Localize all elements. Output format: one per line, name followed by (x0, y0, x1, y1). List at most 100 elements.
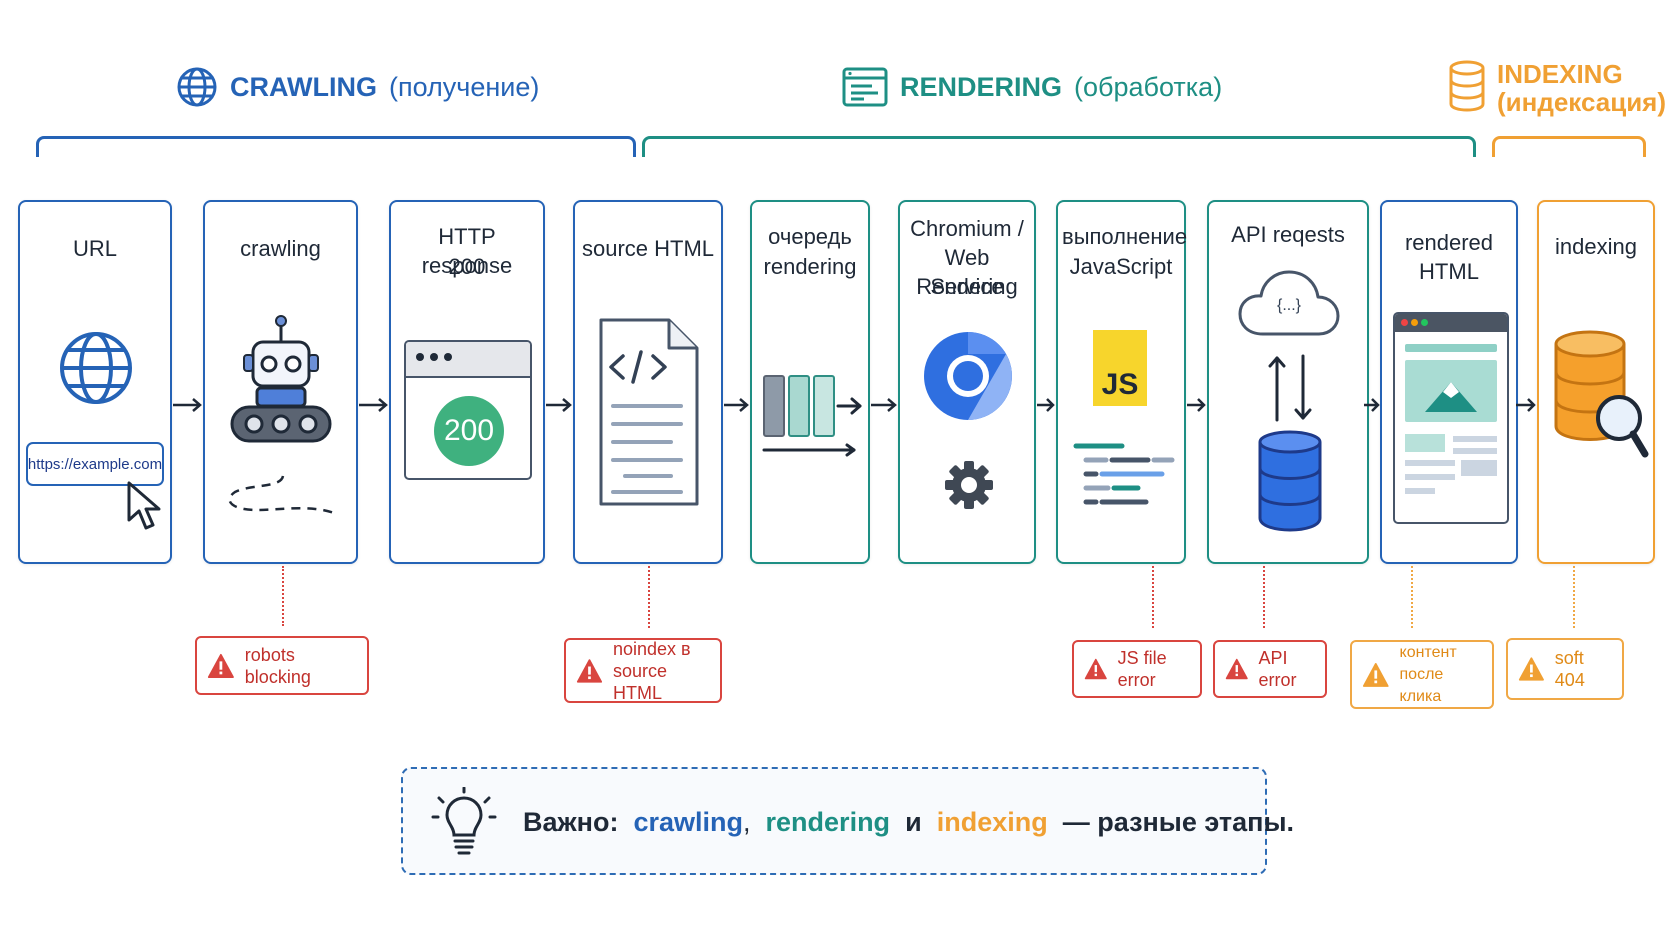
cloud-code-label: {...} (1276, 297, 1302, 314)
crawling-phase-label: CRAWLING (230, 71, 377, 102)
issue-noindex-line2: source HTML (612, 660, 667, 703)
issue-noindex: noindex в source HTML (564, 638, 722, 703)
rendering-phase-label: RENDERING (900, 71, 1063, 102)
stage-js-title-2: JavaScript (1069, 254, 1173, 279)
indexing-phase-label: INDEXING (1497, 59, 1623, 89)
warning-icon (576, 658, 603, 683)
issue-soft-404: soft 404 (1506, 638, 1624, 700)
stage-queue-title-2: rendering (763, 254, 857, 279)
browser-window-icon: 200 (404, 340, 532, 480)
request-response-arrows-icon (1268, 354, 1312, 422)
issue-connector (1152, 566, 1154, 628)
issue-connector (648, 566, 650, 628)
flow-arrow (359, 398, 388, 412)
issue-api-error-label: API error (1258, 648, 1297, 690)
warning-icon (1518, 657, 1544, 681)
globe-icon (177, 67, 217, 107)
crawling-bracket (36, 136, 636, 157)
cloud-icon (1238, 270, 1340, 336)
rendering-phase-paren: (обработка) (1074, 71, 1223, 102)
issue-content-line2: после клика (1399, 665, 1444, 705)
note-crawling: crawling (633, 807, 743, 837)
note-comma: , (743, 807, 751, 837)
rendered-page-icon (1393, 312, 1509, 524)
stage-crawling: crawling (203, 200, 358, 564)
issue-robots-blocking: robots blocking (195, 636, 369, 695)
lightbulb-icon (431, 787, 497, 855)
stage-render-queue: очередь rendering (750, 200, 870, 564)
stage-url-title: URL (72, 236, 117, 261)
stage-queue-title-1: очередь (768, 224, 852, 249)
stage-rendered-html-title: rendered HTML (1404, 230, 1494, 284)
flow-arrow (1364, 398, 1380, 412)
rendering-phase-heading: RENDERING (обработка) (842, 66, 1222, 108)
stage-http-title-2: 200 (448, 254, 486, 279)
note-suffix: — разные этапы. (1062, 807, 1295, 837)
flow-arrow (1187, 398, 1206, 412)
indexing-phase-paren: (индексация) (1497, 87, 1667, 117)
stage-http-title-1: HTTP response (421, 224, 513, 278)
note-and: и (905, 807, 922, 837)
chrome-icon (924, 332, 1012, 420)
js-badge-icon: JS (1093, 330, 1147, 406)
issue-connector (1411, 566, 1413, 628)
document-window-icon (842, 67, 888, 107)
database-icon (1258, 430, 1322, 532)
code-file-icon (599, 318, 699, 506)
flow-arrow (724, 398, 749, 412)
stage-api-requests: API reqests {...} (1207, 200, 1369, 564)
status-200-badge: 200 (434, 396, 504, 466)
issue-content-line1: контент (1399, 643, 1457, 661)
stage-source-html: source HTML (573, 200, 723, 564)
globe-icon (60, 332, 132, 404)
issue-connector (282, 566, 284, 626)
note-indexing: indexing (936, 807, 1048, 837)
note-rendering: rendering (765, 807, 891, 837)
stage-chromium-title-2: Web Rendering (916, 245, 1018, 299)
stage-crawling-title: crawling (240, 236, 321, 261)
indexing-phase-heading: INDEXING (индексация) (1447, 60, 1666, 116)
flow-arrow (546, 398, 572, 412)
stage-indexing: indexing (1537, 200, 1655, 564)
important-note: Важно: crawling, rendering и indexing — … (401, 767, 1294, 875)
flow-arrow (1516, 398, 1536, 412)
warning-icon (1084, 658, 1107, 680)
flow-arrow (173, 398, 202, 412)
stage-api-title: API reqests (1231, 222, 1345, 247)
code-lines-icon (1073, 443, 1175, 505)
gear-icon (945, 461, 993, 509)
stage-rendered-html: rendered HTML (1380, 200, 1518, 564)
issue-noindex-line1: noindex в (612, 638, 691, 659)
database-icon (1449, 60, 1485, 112)
stage-indexing-title: indexing (1555, 234, 1637, 259)
indexing-bracket (1492, 136, 1646, 157)
issue-content-after-click: контент после клика (1350, 640, 1494, 709)
stage-chromium-wrs: Chromium / Web Rendering Service (898, 200, 1036, 564)
warning-icon (1362, 662, 1389, 687)
stage-js-execution: выполнение JavaScript JS (1056, 200, 1188, 564)
flow-arrow (871, 398, 897, 412)
crawling-phase-heading: CRAWLING (получение) (176, 66, 539, 108)
issue-js-file-error: JS file error (1072, 640, 1202, 698)
note-prefix: Важно: (523, 807, 619, 837)
indexed-database-magnifier-icon (1554, 330, 1649, 458)
warning-icon (1225, 658, 1248, 680)
stage-chromium-title-3: Service (930, 274, 1004, 299)
cursor-icon (127, 481, 161, 530)
url-field[interactable]: https://example.com (26, 442, 164, 486)
crawl-path-icon (228, 475, 338, 516)
stage-url: URL https://example.com (18, 200, 172, 564)
issue-js-error-label: JS file error (1117, 648, 1167, 690)
warning-icon (207, 653, 234, 678)
issue-connector (1263, 566, 1265, 628)
flow-arrow (1037, 398, 1055, 412)
note-text: Важно: crawling, rendering и indexing — … (523, 807, 1294, 838)
issue-soft404-label: soft 404 (1554, 648, 1585, 690)
issue-connector (1573, 566, 1575, 628)
stage-js-title-1: выполнение (1062, 224, 1188, 249)
queue-icon (762, 375, 862, 457)
issue-robots-label: robots blocking (244, 644, 311, 687)
stage-chromium-title-1: Chromium / (910, 216, 1024, 241)
stage-http-response: HTTP response 200 200 (389, 200, 545, 564)
stage-source-html-title: source HTML (581, 236, 715, 261)
